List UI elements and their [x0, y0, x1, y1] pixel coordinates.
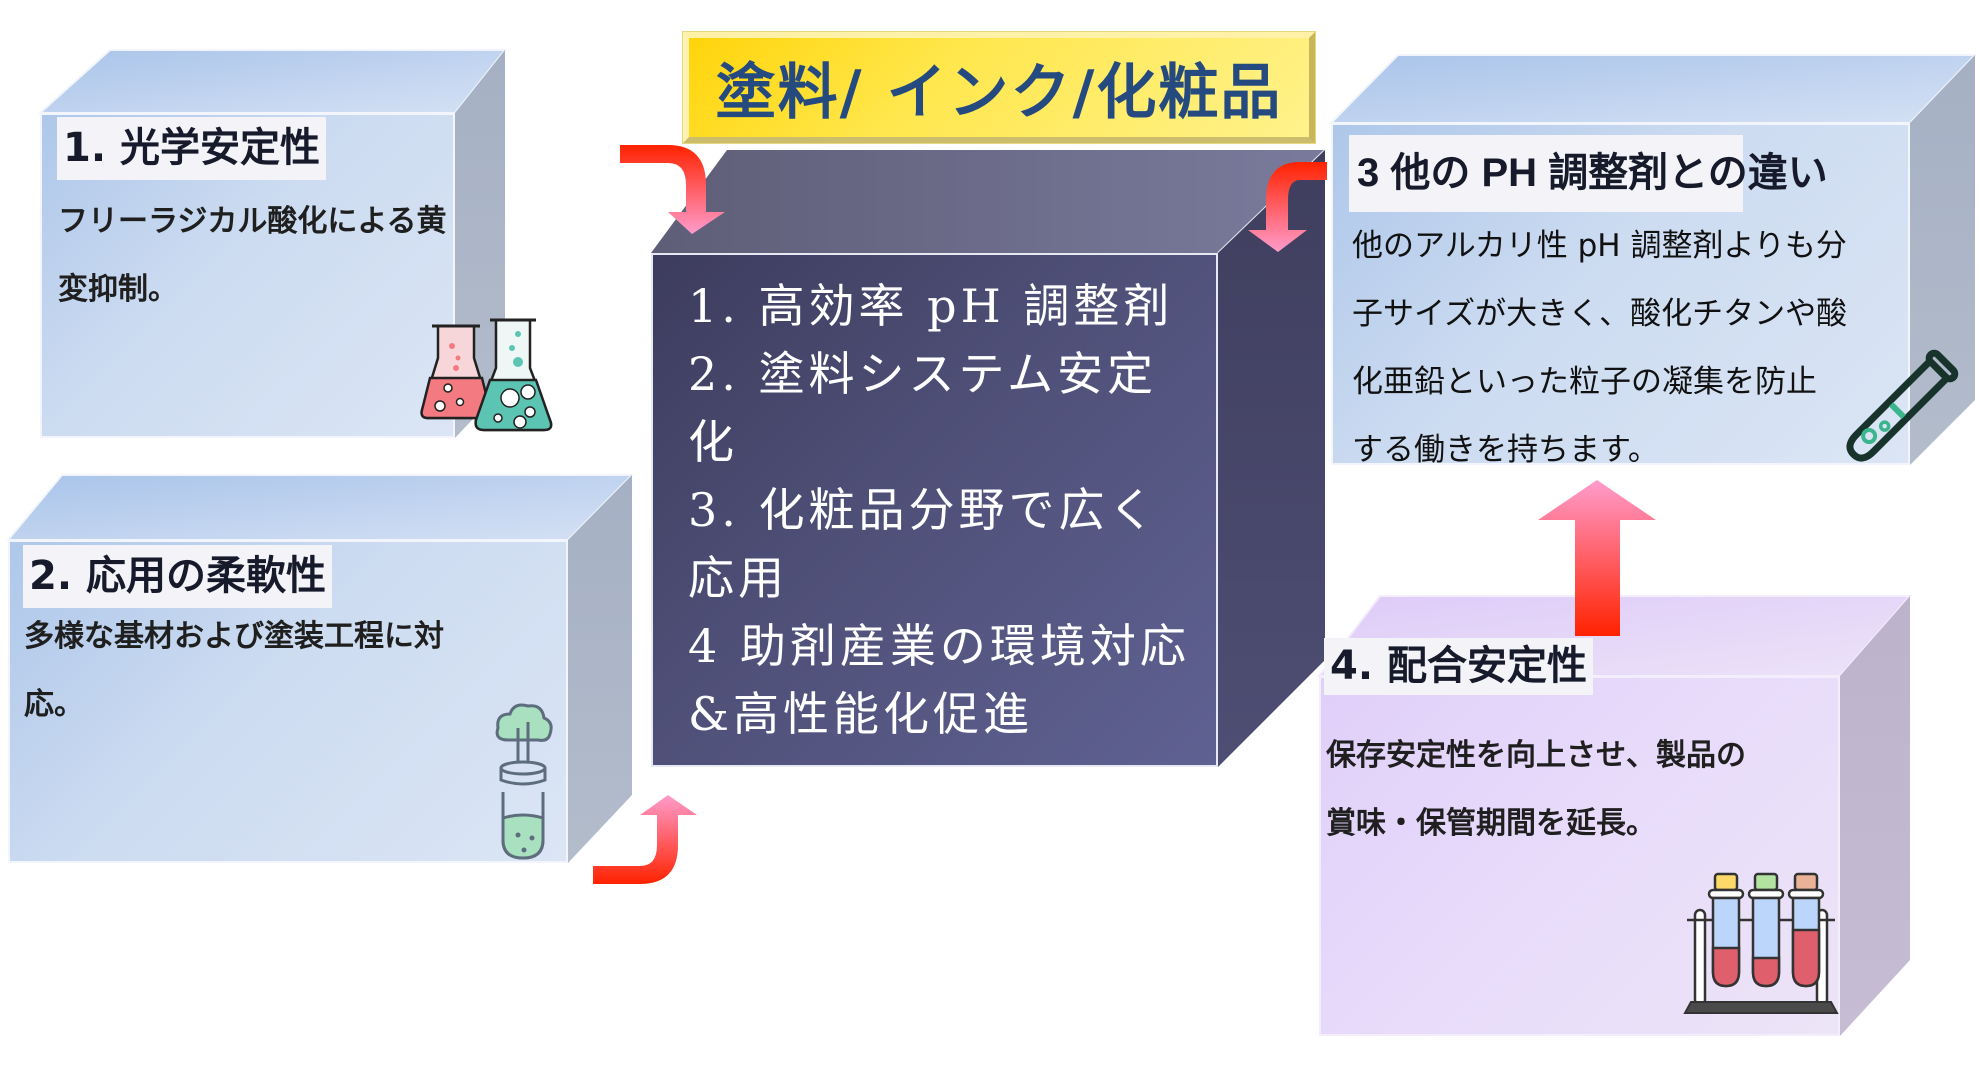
- box-4-line: 保存安定性を向上させ、製品の: [1326, 738, 1746, 773]
- box-2-body: 多様な基材および塗装工程に対 応。: [24, 603, 444, 739]
- title-text: 塗料/ インク/化粧品: [715, 58, 1283, 128]
- arrow-box4-to-box3: [1538, 480, 1656, 636]
- box-2-line: 応。: [24, 687, 84, 722]
- center-box-top-face: [651, 150, 1325, 253]
- box-4-side-face: [1840, 596, 1910, 1036]
- center-feature-list: 1. 高効率 pH 調整剤 2. 塗料システム安定 化 3. 化粧品分野で広く …: [688, 272, 1208, 748]
- box-3-top-face-fix: [1328, 54, 1978, 124]
- title-banner: 塗料/ インク/化粧品: [683, 32, 1315, 143]
- box-2-side-face: [568, 475, 632, 863]
- box-1-line: 変抑制。: [58, 272, 178, 307]
- box-3-line: 化亜鉛といった粒子の凝集を防止: [1352, 364, 1817, 400]
- box-1-line: フリーラジカル酸化による黄: [58, 204, 447, 239]
- arrow-box2-to-center: [593, 795, 697, 884]
- arrow-box3-to-center: [1248, 162, 1327, 252]
- box-1-body: フリーラジカル酸化による黄 変抑制。: [58, 188, 447, 324]
- center-list-item: 3. 化粧品分野で広く: [688, 483, 1159, 537]
- center-list-item: 2. 塗料システム安定: [688, 347, 1158, 401]
- center-box-side-face: [1218, 150, 1325, 767]
- box-2-line: 多様な基材および塗装工程に対: [24, 619, 444, 654]
- box-3-line: 子サイズが大きく、酸化チタンや酸: [1352, 296, 1848, 332]
- center-box: [651, 253, 1218, 767]
- center-list-item: 化: [688, 415, 738, 469]
- center-list-item: 4 助剤産業の環境対応: [688, 619, 1190, 673]
- box-2-top-face: [5, 474, 635, 541]
- arrow-box1-to-center: [620, 145, 725, 234]
- test-tube-vapor-icon: [495, 703, 553, 860]
- box-4-heading: 4. 配合安定性: [1324, 638, 1593, 695]
- box-4-line: 賞味・保管期間を延長。: [1326, 806, 1656, 841]
- box-2-heading: 2. 応用の柔軟性: [23, 545, 332, 608]
- center-list-item: 1. 高効率 pH 調整剤: [688, 279, 1174, 333]
- box-3-line: 他のアルカリ性 pH 調整剤よりも分: [1352, 228, 1847, 264]
- center-list-item: 応用: [688, 551, 788, 605]
- box-1-heading: 1. 光学安定性: [57, 117, 326, 180]
- box-3-body: 他のアルカリ性 pH 調整剤よりも分 子サイズが大きく、酸化チタンや酸 化亜鉛と…: [1352, 212, 1847, 484]
- flasks-icon: [420, 318, 553, 432]
- test-tube-rack-icon: [1683, 872, 1839, 1014]
- box-3-heading: 3 他の PH 調整剤との違い: [1349, 135, 1828, 212]
- box-1-top-face: [37, 49, 508, 114]
- box-4-body: 保存安定性を向上させ、製品の 賞味・保管期間を延長。: [1326, 722, 1746, 858]
- center-list-item: &高性能化促進: [688, 687, 1033, 741]
- test-tube-icon: [1846, 349, 1959, 462]
- box-3-line: する働きを持ちます。: [1352, 432, 1659, 468]
